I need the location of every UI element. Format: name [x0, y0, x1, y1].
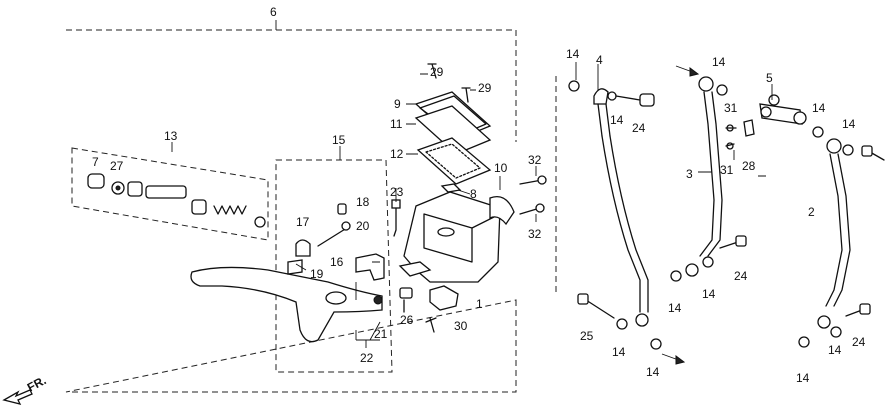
oil-bolt-right-lower — [845, 309, 863, 317]
label-32b: 32 — [528, 227, 542, 241]
oil-bolt-lower — [585, 299, 615, 319]
label-14c: 14 — [612, 345, 626, 359]
label-8: 8 — [470, 187, 477, 201]
label-14b: 14 — [610, 113, 624, 127]
secondary-cup — [191, 199, 207, 215]
dust-seal — [295, 239, 311, 257]
brake-hose-right — [798, 126, 885, 348]
label-24b: 24 — [734, 269, 748, 283]
boot — [87, 173, 105, 189]
brake-hose-upper-left — [568, 80, 662, 350]
label-23: 23 — [390, 185, 404, 199]
label-14i: 14 — [702, 287, 716, 301]
label-17: 17 — [296, 215, 310, 229]
part-labels: 6 13 15 7 27 29 29 9 11 12 10 8 32 32 23… — [92, 5, 866, 385]
label-7: 7 — [92, 155, 99, 169]
label-11: 11 — [390, 117, 403, 131]
pivot-bracket — [355, 253, 385, 281]
brake-hose-center — [670, 76, 807, 282]
label-18: 18 — [356, 195, 370, 209]
label-26: 26 — [400, 313, 414, 327]
label-27: 27 — [110, 159, 124, 173]
label-13: 13 — [164, 129, 178, 143]
label-32a: 32 — [528, 153, 542, 167]
label-21: 21 — [374, 327, 388, 341]
label-4: 4 — [596, 53, 603, 67]
sealing-washer — [568, 80, 580, 92]
lever-group — [190, 203, 385, 343]
flow-arrows — [661, 65, 700, 365]
hose-4 — [601, 135, 649, 313]
label-24c: 24 — [852, 335, 866, 349]
circlip — [111, 181, 125, 195]
master-cylinder-assembly-frame — [65, 29, 517, 393]
label-2: 2 — [808, 205, 815, 219]
brake-lever — [190, 266, 383, 343]
label-3: 3 — [686, 167, 693, 181]
hose-2 — [825, 153, 851, 307]
label-6: 6 — [270, 5, 277, 19]
switch-screw — [425, 317, 437, 333]
piston — [145, 185, 187, 199]
brake-light-switch — [429, 285, 459, 311]
oil-bolt — [615, 95, 641, 101]
label-31a: 31 — [724, 101, 738, 115]
hose-clamp — [743, 119, 755, 137]
float-plate — [440, 183, 462, 193]
label-5: 5 — [766, 71, 773, 85]
master-cylinder — [391, 63, 547, 333]
pivot-nut — [337, 203, 347, 215]
label-15: 15 — [332, 133, 346, 147]
piston-cup — [127, 181, 143, 197]
label-14a: 14 — [566, 47, 580, 61]
label-10: 10 — [494, 161, 508, 175]
boot-cap — [399, 287, 413, 299]
label-12: 12 — [390, 147, 404, 161]
label-20: 20 — [356, 219, 370, 233]
oil-bolt-center — [719, 241, 739, 249]
piston-set-frame — [71, 147, 269, 241]
label-31b: 31 — [720, 163, 734, 177]
piston-set — [87, 173, 266, 228]
label-30: 30 — [454, 319, 468, 333]
label-14g: 14 — [842, 117, 856, 131]
label-19: 19 — [310, 267, 324, 281]
label-1: 1 — [476, 297, 483, 311]
label-29b: 29 — [478, 81, 492, 95]
front-arrow-icon — [2, 389, 33, 405]
label-14f: 14 — [812, 101, 826, 115]
lever-pivot-bushing — [287, 259, 303, 275]
mounting-boss — [398, 261, 432, 277]
label-9: 9 — [394, 97, 401, 111]
label-14d: 14 — [646, 365, 660, 379]
label-16: 16 — [330, 255, 344, 269]
label-29a: 29 — [430, 65, 444, 79]
leader-lines — [171, 20, 773, 348]
spring — [213, 205, 247, 215]
front-direction-indicator: FR. — [2, 373, 48, 405]
hose-3 — [699, 91, 723, 257]
label-14h: 14 — [668, 301, 682, 315]
lever-set-frame — [275, 159, 393, 373]
label-28: 28 — [742, 159, 756, 173]
cap-screw-left — [427, 63, 437, 79]
label-22: 22 — [360, 351, 374, 365]
reservoir-holder — [489, 195, 515, 226]
label-14e: 14 — [712, 55, 726, 69]
bleeder-screw — [393, 205, 397, 237]
label-14k: 14 — [828, 343, 842, 357]
label-25: 25 — [580, 329, 594, 343]
label-14j: 14 — [796, 371, 810, 385]
cap-screw-right — [461, 87, 471, 103]
label-24a: 24 — [632, 121, 646, 135]
